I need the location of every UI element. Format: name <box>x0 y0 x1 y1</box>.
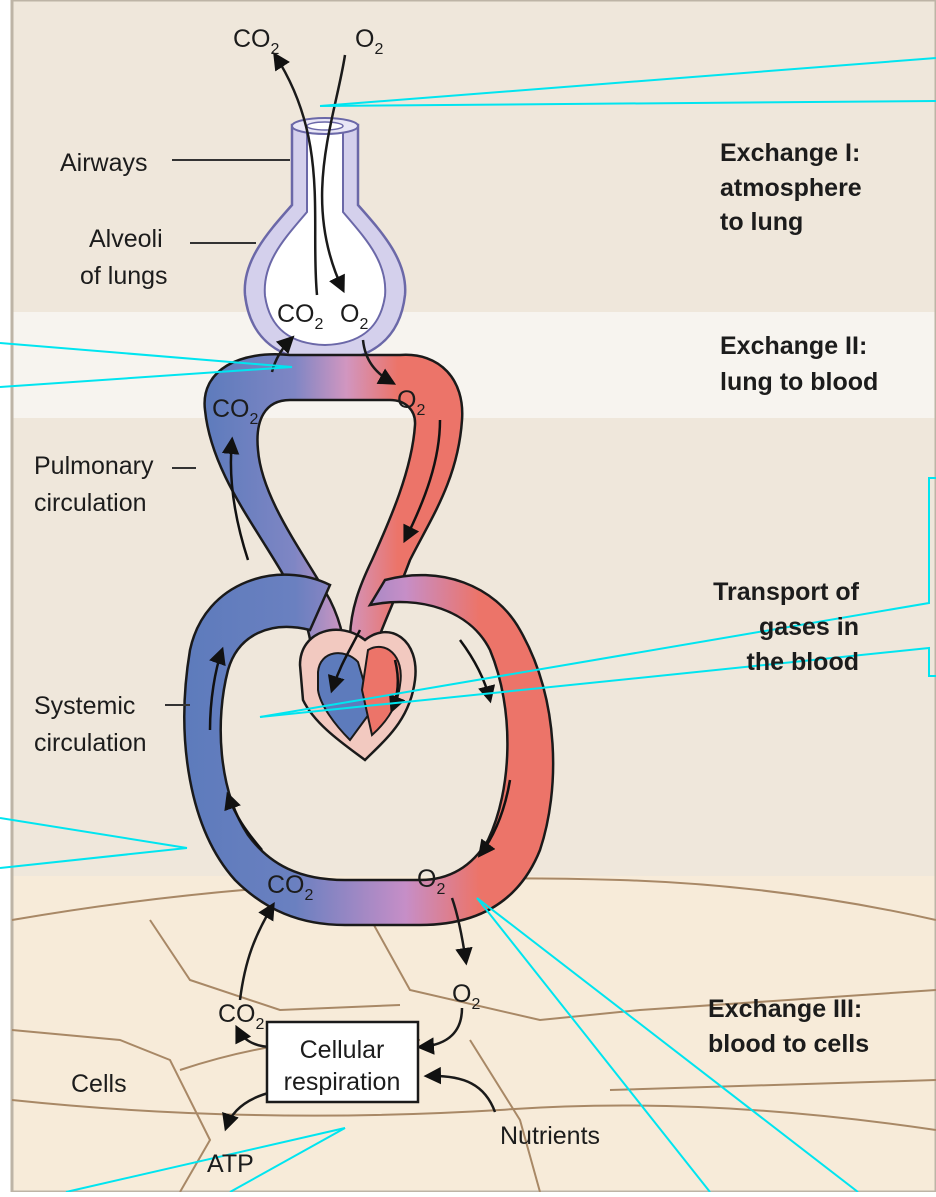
zone1-line2: atmosphere <box>720 174 862 202</box>
zone3-line2: gases in <box>759 613 859 641</box>
atp-label: ATP <box>207 1150 254 1178</box>
airways-label: Airways <box>60 149 148 177</box>
pulmonary-label-line2: circulation <box>34 489 147 517</box>
zone-exchange-2-bg <box>12 312 936 418</box>
zone2-line2: lung to blood <box>720 368 878 396</box>
cells-label: Cells <box>71 1070 127 1098</box>
zone1-line1: Exchange I: <box>720 139 860 167</box>
zone4-line2: blood to cells <box>708 1030 869 1058</box>
zone-transport-bg <box>12 418 936 876</box>
alveoli-label-line1: Alveoli <box>89 225 163 253</box>
pulmonary-label-line1: Pulmonary <box>34 452 154 480</box>
zone3-line3: the blood <box>747 648 859 676</box>
zone1-line3: to lung <box>720 208 803 236</box>
alveoli-label-line2: of lungs <box>80 262 168 290</box>
zone3-line1: Transport of <box>713 578 860 606</box>
systemic-label-line1: Systemic <box>34 692 135 720</box>
zone2-line1: Exchange II: <box>720 332 867 360</box>
cellular-respiration-line1: Cellular <box>300 1036 385 1064</box>
systemic-label-line2: circulation <box>34 729 147 757</box>
cellular-respiration-line2: respiration <box>284 1068 401 1096</box>
nutrients-label: Nutrients <box>500 1122 600 1150</box>
zone4-line1: Exchange III: <box>708 995 862 1023</box>
